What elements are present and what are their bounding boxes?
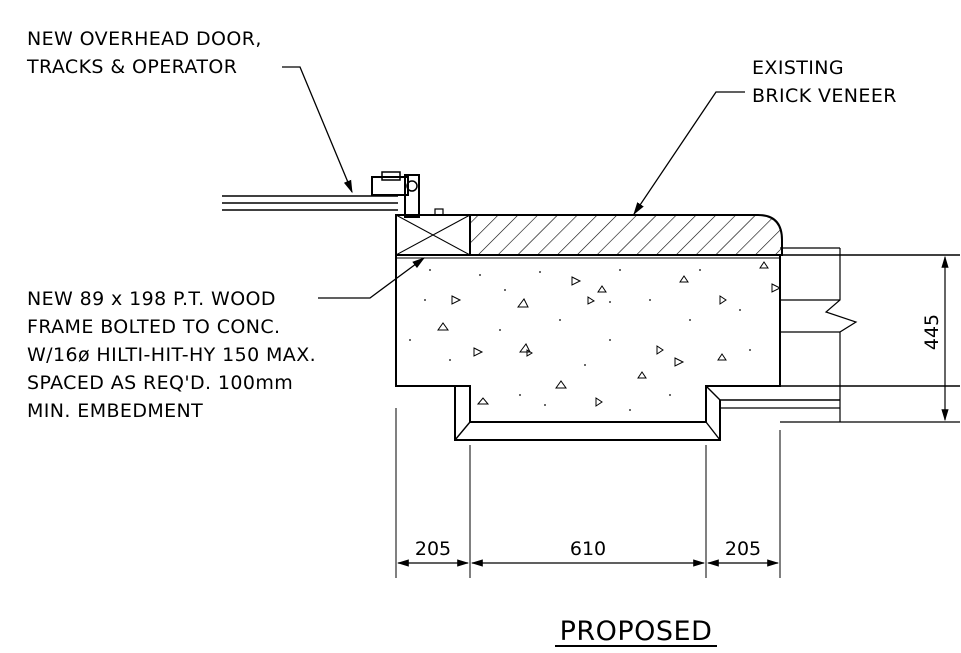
brick-veneer: [469, 214, 783, 256]
brick-label-line2: BRICK VENEER: [752, 85, 897, 107]
frame-label-line2: FRAME BOLTED TO CONC.: [27, 316, 280, 338]
label-overhead-door: NEW OVERHEAD DOOR, TRACKS & OPERATOR: [26, 28, 262, 78]
wood-frame: [395, 214, 471, 256]
title-text: PROPOSED: [560, 616, 713, 647]
horizontal-dimension: [395, 408, 781, 578]
door-operator: [371, 171, 444, 218]
dim-height-value: 445: [921, 314, 943, 350]
label-brick-veneer: EXISTING BRICK VENEER: [752, 57, 897, 107]
drawing-title: PROPOSED: [555, 616, 717, 647]
door-label-line2: TRACKS & OPERATOR: [26, 56, 237, 78]
vertical-dimension: [862, 254, 960, 422]
frame-label-line4: SPACED AS REQ'D. 100mm: [27, 372, 293, 394]
frame-label-line3: W/16ø HILTI-HIT-HY 150 MAX.: [27, 344, 316, 366]
frame-label-line1: NEW 89 x 198 P.T. WOOD: [27, 288, 276, 310]
leader-lines: [282, 66, 745, 299]
frame-label-line5: MIN. EMBEDMENT: [27, 400, 203, 422]
brick-label-line1: EXISTING: [752, 57, 844, 79]
dim-right-value: 205: [725, 538, 761, 560]
door-label-line1: NEW OVERHEAD DOOR,: [27, 28, 262, 50]
label-wood-frame: NEW 89 x 198 P.T. WOOD FRAME BOLTED TO C…: [27, 288, 316, 422]
overhead-door-tracks: [222, 195, 398, 211]
dim-middle-value: 610: [570, 538, 606, 560]
dim-left-value: 205: [415, 538, 451, 560]
concrete-footing: [395, 254, 782, 441]
